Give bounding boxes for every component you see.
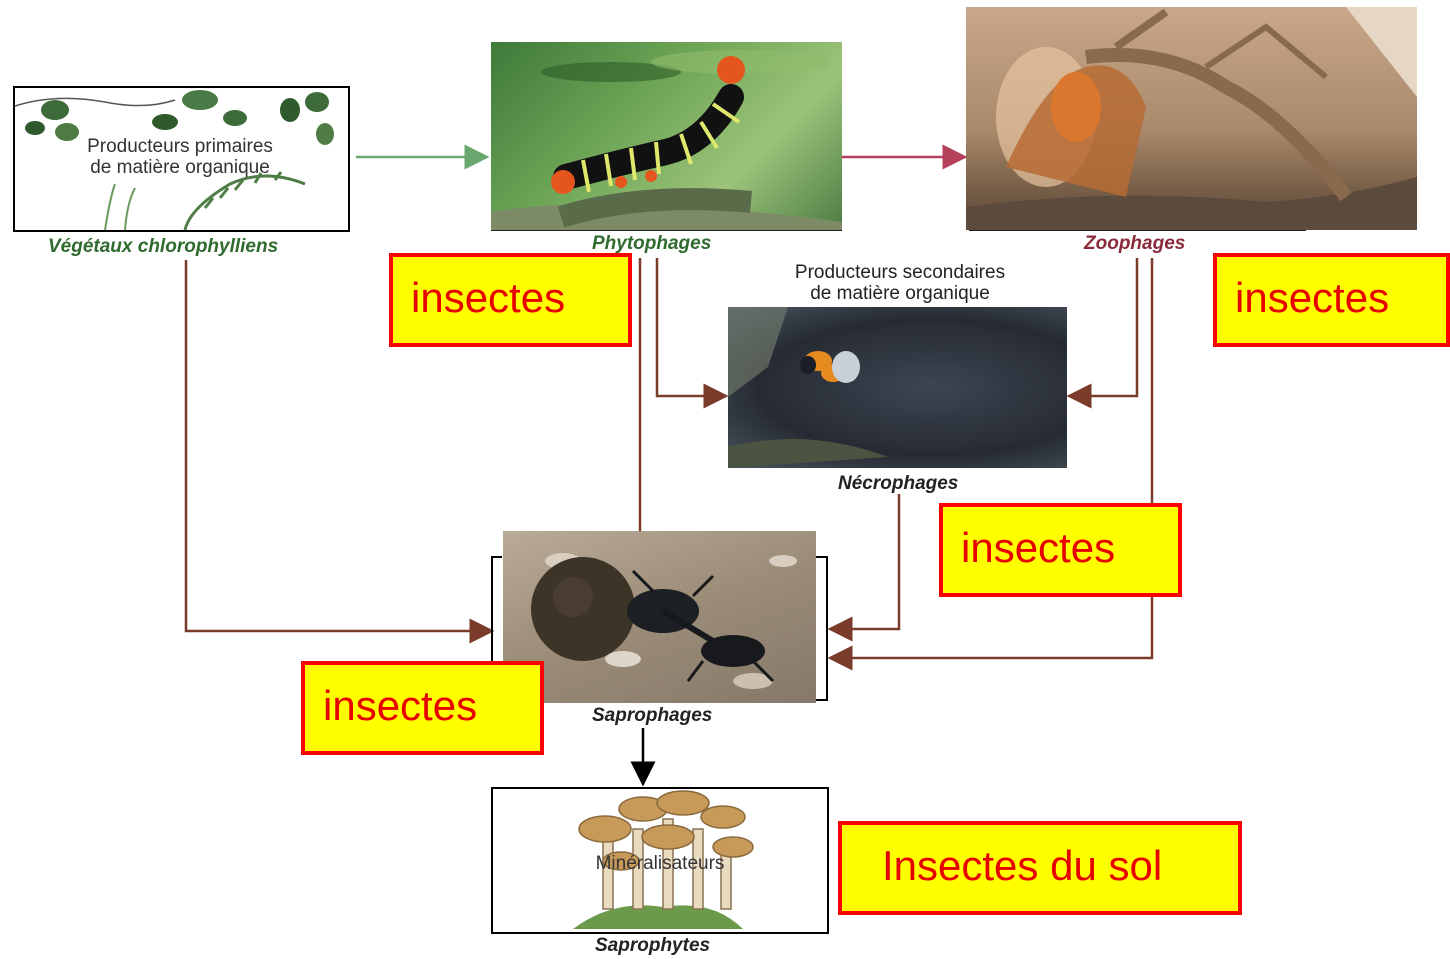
- saprophages-photo: [503, 531, 816, 703]
- necrophages-heading-line-1: Producteurs secondaires: [740, 262, 1060, 283]
- mantis-icon: [966, 7, 1417, 230]
- saprophytes-caption: Saprophytes: [595, 935, 710, 957]
- beetle-icon: [728, 307, 1067, 468]
- callout-phytophages: insectes: [389, 253, 632, 347]
- callout-saprophages: insectes: [301, 661, 544, 755]
- necrophages-caption: Nécrophages: [838, 473, 958, 495]
- arrow-zoophages-necrophages: [1069, 258, 1137, 396]
- callout-necrophages: insectes: [939, 503, 1182, 597]
- necrophages-heading: Producteurs secondaires de matière organ…: [740, 262, 1060, 304]
- arrow-necrophages-saprophages: [830, 494, 899, 629]
- arrow-phytophages-necrophages: [657, 258, 726, 396]
- zoophages-caption: Zoophages: [1084, 233, 1185, 255]
- necrophages-photo: [728, 307, 1067, 468]
- saprophytes-card: Minéralisateurs: [491, 787, 829, 934]
- phytophages-caption: Phytophages: [592, 233, 711, 255]
- vegetaux-card: Producteurs primaires de matière organiq…: [13, 86, 350, 232]
- saprophages-caption: Saprophages: [592, 705, 712, 727]
- necrophages-heading-line-2: de matière organique: [740, 283, 1060, 304]
- caterpillar-icon: [491, 42, 842, 230]
- vegetaux-inner-line-1: Producteurs primaires: [65, 136, 295, 157]
- vegetaux-inner-text: Producteurs primaires de matière organiq…: [65, 136, 295, 178]
- vegetaux-inner-line-2: de matière organique: [65, 157, 295, 178]
- callout-saprophytes: Insectes du sol: [838, 821, 1242, 915]
- saprophages-bracket-right: [816, 557, 827, 700]
- zoophages-photo: [966, 7, 1417, 230]
- dung-beetle-icon: [503, 531, 816, 703]
- callout-zoophages: insectes: [1213, 253, 1450, 347]
- phytophages-photo: [491, 42, 842, 230]
- saprophytes-inner-text: Minéralisateurs: [575, 853, 745, 874]
- vegetaux-caption: Végétaux chlorophylliens: [48, 236, 278, 258]
